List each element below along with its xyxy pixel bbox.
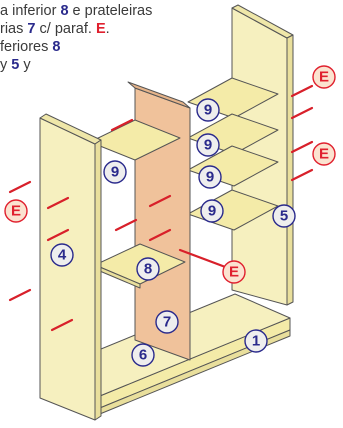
svg-text:9: 9 (204, 102, 212, 119)
instruction-text: a inferior (0, 3, 61, 19)
instruction-line-3: feriores 8 (0, 38, 152, 56)
svg-text:9: 9 (111, 164, 119, 181)
screw (290, 168, 314, 182)
part-number-ref: 7 (27, 21, 36, 37)
instruction-text: rias (0, 21, 28, 37)
screw (46, 196, 70, 210)
part-badge-9: 9 (103, 160, 127, 184)
part-badge-1: 1 (244, 329, 268, 353)
instruction-line-1: a inferior 8 e prateleiras (0, 2, 152, 20)
instruction-text: . (105, 21, 110, 37)
svg-text:9: 9 (206, 169, 214, 186)
screw (46, 228, 70, 242)
center-divider-7-edge (127, 81, 191, 109)
screw (148, 194, 172, 208)
svg-text:E: E (319, 69, 329, 86)
svg-text:8: 8 (144, 261, 152, 278)
instruction-line-4: y 5 y (0, 56, 152, 74)
part-badge-9: 9 (196, 133, 220, 157)
screw (178, 248, 230, 270)
screw (114, 218, 138, 232)
screw (290, 106, 314, 120)
part-badge-9: 9 (196, 98, 220, 122)
screw-badge-e: E (4, 199, 28, 223)
part-badge-7: 7 (155, 310, 179, 334)
part-badge-5: 5 (272, 204, 296, 228)
svg-text:4: 4 (58, 247, 67, 264)
part-badge-9: 9 (198, 165, 222, 189)
svg-text:9: 9 (204, 137, 212, 154)
instruction-text: c/ paraf. (35, 21, 96, 37)
left-side-panel-4 (39, 117, 96, 421)
assembly-instructions: a inferior 8 e prateleiras rias 7 c/ par… (0, 2, 152, 74)
part-badge-4: 4 (50, 243, 74, 267)
instruction-text: e prateleiras (68, 3, 153, 19)
instruction-text: y (0, 57, 12, 73)
left-shelf-upper (89, 119, 181, 161)
svg-text:6: 6 (139, 347, 147, 364)
right-side-panel-5-front (286, 34, 294, 306)
instruction-text: y (19, 57, 31, 73)
part-number-ref: 5 (11, 57, 20, 73)
screw-badge-e: E (222, 260, 246, 284)
svg-text:E: E (11, 203, 21, 220)
instruction-text: feriores (0, 39, 53, 55)
left-side-panel-4-front (94, 139, 102, 421)
screw-badge-e: E (312, 142, 336, 166)
part-badge-8: 8 (136, 257, 160, 281)
screw (290, 84, 314, 98)
svg-text:E: E (319, 146, 329, 163)
screw (8, 288, 32, 302)
part-number-ref: 8 (52, 39, 61, 55)
screw-badge-e: E (312, 65, 336, 89)
screw-code-ref: E (95, 21, 106, 37)
part-number-ref: 8 (60, 3, 69, 19)
part-badge-9: 9 (200, 199, 224, 223)
svg-text:7: 7 (163, 314, 171, 331)
screw (8, 180, 32, 194)
screw (290, 140, 314, 154)
screw (110, 118, 134, 132)
svg-text:5: 5 (280, 208, 288, 225)
svg-text:1: 1 (252, 333, 260, 350)
part-badge-6: 6 (131, 343, 155, 367)
svg-text:E: E (229, 264, 239, 281)
instruction-line-2: rias 7 c/ paraf. E. (0, 20, 152, 38)
svg-text:9: 9 (208, 203, 216, 220)
screw (50, 318, 74, 332)
screw (148, 228, 172, 242)
